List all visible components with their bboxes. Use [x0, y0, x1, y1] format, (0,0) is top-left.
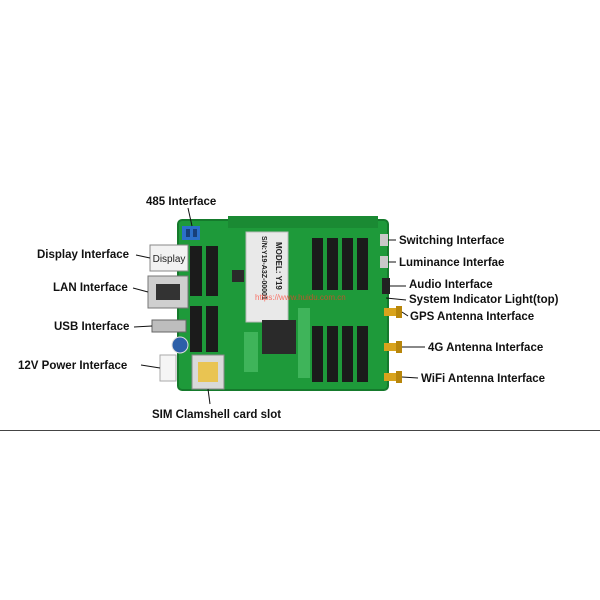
model-label: MODEL: Y19 — [274, 242, 283, 290]
small-chip — [232, 270, 244, 282]
callout-switching-interface: Switching Interface — [399, 235, 505, 247]
model-plate — [245, 231, 289, 323]
usb-port — [151, 319, 187, 333]
audio-jack — [382, 278, 390, 294]
hub-connectors-left — [190, 246, 218, 352]
callout-luminance-interface: Luminance Interfae — [399, 257, 505, 269]
capacitor — [171, 336, 189, 354]
leader-sim — [207, 388, 211, 405]
callout-485-interface: 485 Interface — [146, 196, 217, 208]
antenna-connectors — [384, 306, 402, 383]
callout-audio-interface: Audio Interface — [409, 279, 493, 291]
callout-gps-antenna: GPS Antenna Interface — [410, 311, 535, 323]
display-button-label: Display — [153, 254, 186, 265]
callout-usb-interface: USB Interface — [54, 321, 130, 333]
callout-lan-interface: LAN Interface — [53, 282, 128, 294]
display-button — [149, 244, 189, 272]
rs485-terminal — [182, 226, 200, 240]
callout-indicator-light: System Indicator Light(top) — [409, 294, 559, 306]
main-chip — [262, 320, 296, 354]
leader-usb — [133, 325, 153, 328]
leader-485 — [187, 207, 193, 227]
callout-sim-slot: SIM Clamshell card slot — [152, 409, 282, 421]
lan-port — [147, 275, 189, 309]
leader-power — [140, 364, 161, 369]
top-edge-strip — [228, 216, 378, 228]
leader-display — [135, 254, 151, 259]
leader-wifi — [401, 376, 419, 379]
bottom-divider — [0, 430, 600, 431]
callout-4g-antenna: 4G Antenna Interface — [428, 342, 544, 354]
callout-display-interface: Display Interface — [37, 249, 130, 261]
watermark: https://www.huidu.com.cn — [255, 293, 346, 302]
switching-connector — [380, 234, 388, 246]
hub-connectors-right — [312, 238, 368, 382]
leader-gps — [401, 311, 409, 317]
power-connector — [159, 354, 177, 382]
leader-lan — [132, 287, 149, 293]
leader-indicator — [385, 297, 407, 301]
serial-label: S/N:Y19-A3Z-00001 — [260, 236, 267, 300]
luminance-connector — [380, 256, 388, 268]
callout-wifi-antenna: WiFi Antenna Interface — [421, 373, 546, 385]
callout-power-interface: 12V Power Interface — [18, 360, 128, 372]
